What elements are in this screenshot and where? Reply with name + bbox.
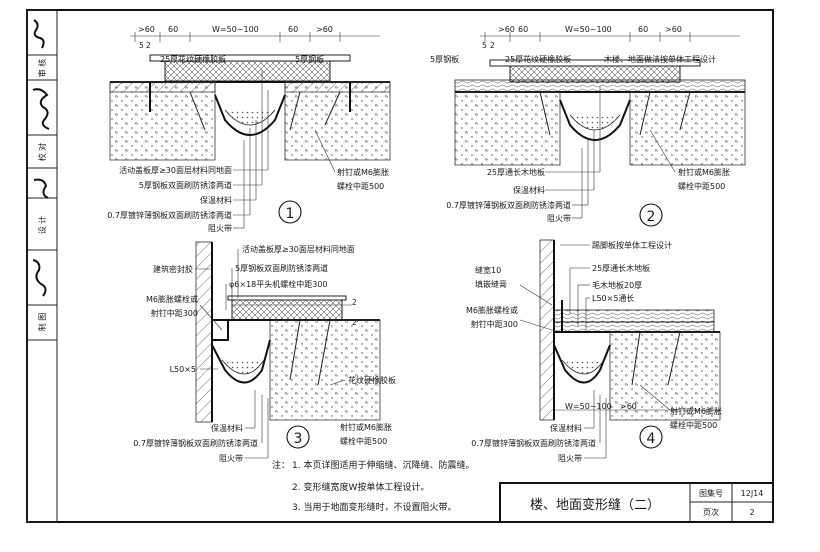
label-galvanized-sheet: 0.7厚镀锌薄钢板双面刷防锈漆两道	[471, 438, 596, 448]
signature-mark	[33, 19, 45, 49]
detail-1: >60 60 W=50~100 60 >60 5 2 25厚花纹硬橡胶板 5厚钢…	[107, 25, 391, 233]
label-wood-floor-note: 木楼、地面做法按单体工程设计	[604, 54, 716, 64]
label-spacing-300: 射钉中距300	[471, 319, 518, 329]
detail-3: 2 2 活动盖板厚≥30面层材料同地面 建筑密封胶 5厚钢板双面刷防锈漆两道 φ…	[133, 241, 396, 463]
label-galvanized-sheet: 0.7厚镀锌薄钢板双面刷防锈漆两道	[446, 200, 571, 210]
side-label-design: 设 计	[37, 216, 47, 235]
dim-small: 2	[352, 298, 357, 307]
drawing-title: 楼、地面变形缝（二）	[530, 497, 660, 513]
detail-number-badge	[639, 425, 663, 449]
dim-small: 5	[482, 41, 487, 50]
label-expansion-bolt: M6膨胀螺栓或	[466, 305, 518, 315]
label-steel-plate-paint: 5厚钢板双面刷防锈漆两道	[139, 180, 232, 190]
label-movable-cover: 活动盖板厚≥30面层材料同地面	[242, 244, 355, 254]
title-block: 楼、地面变形缝（二） 图集号 12J14 页次 2	[499, 482, 774, 523]
dim-label: >60	[665, 25, 682, 34]
label-spacing-500: 螺栓中距500	[678, 181, 725, 191]
detail-number: 4	[647, 431, 656, 447]
notes-block: 注： 1. 本页详图适用于伸缩缝、沉降缝、防震缝。 2. 变形缝宽度W按单体工程…	[272, 459, 474, 513]
label-angle-steel: L50×5通长	[592, 293, 634, 303]
label-insulation: 保温材料	[211, 423, 243, 433]
label-insulation: 保温材料	[200, 195, 232, 205]
page-number: 2	[749, 508, 754, 517]
label-nail-bolt: 射钉或M6膨胀	[670, 406, 722, 416]
label-joint-width: 缝宽10	[475, 265, 501, 275]
note-item: 1. 本页详图适用于伸缩缝、沉降缝、防震缝。	[292, 459, 474, 471]
label-skirting: 踢脚板按单体工程设计	[592, 240, 672, 250]
detail-number: 3	[294, 431, 303, 447]
side-label-check: 校 对	[37, 143, 47, 162]
dim-label: 60	[518, 25, 528, 34]
dim-small: 2	[146, 41, 151, 50]
dim-small: 2	[490, 41, 495, 50]
label-fire-stop: 阻火带	[219, 454, 243, 463]
dim-label: 60	[288, 25, 298, 34]
dim-small: 5	[139, 41, 144, 50]
label-machine-screw: φ6×18平头机螺栓中距300	[229, 279, 328, 289]
signature-mark	[33, 178, 49, 199]
dim-label: 60	[638, 25, 648, 34]
label-sealant: 建筑密封胶	[153, 264, 193, 274]
label-rough-wood-floor: 毛木地板20厚	[592, 280, 642, 290]
label-fire-stop: 阻火带	[547, 214, 571, 223]
label-wood-floor: 25厚通长木地板	[592, 263, 650, 273]
label-spacing-500: 螺栓中距500	[337, 181, 384, 191]
dim-label: >60	[316, 25, 333, 34]
label-spacing-300: 射钉中距300	[151, 308, 198, 318]
label-nail-bolt: 射钉或M6膨胀	[337, 167, 389, 177]
label-spacing-500: 螺栓中距500	[670, 420, 717, 430]
dim-label: W=50~100	[212, 25, 259, 34]
detail-2: >60 60 W=50~100 60 >60 5 2 5厚钢板 25厚花纹硬橡胶…	[430, 25, 746, 227]
detail-number: 1	[286, 206, 295, 222]
label-angle-steel: L50×5	[170, 365, 196, 374]
dim-label: >60	[498, 25, 515, 34]
detail-number-badge	[639, 203, 663, 227]
dim-label: >60	[138, 25, 155, 34]
notes-heading: 注：	[272, 459, 290, 471]
label-steel-plate: 5厚钢板	[430, 54, 459, 64]
dim-small: 2	[352, 318, 357, 327]
detail-number: 2	[647, 209, 656, 225]
label-rubber-sheet: 25厚花纹硬橡胶板	[160, 54, 226, 64]
signature-mark	[32, 88, 50, 130]
label-nail-bolt: 射钉或M6膨胀	[340, 422, 392, 432]
label-rubber-sheet: 花纹硬橡胶板	[348, 375, 396, 385]
label-expansion-bolt: M6膨胀螺栓或	[146, 294, 198, 304]
detail-number-badge	[278, 200, 302, 224]
side-signature-strip: 审 核 校 对 设 计 制 图	[26, 9, 58, 523]
side-label-review: 审 核	[37, 59, 47, 78]
dim-label: >60	[620, 402, 637, 411]
label-fire-stop: 阻火带	[208, 224, 232, 233]
note-item: 3. 当用于地面变形缝时，不设置阻火带。	[292, 501, 456, 513]
label-spacing-500: 螺栓中距500	[340, 436, 387, 446]
label-joint-filler: 填嵌缝膏	[475, 279, 507, 289]
label-insulation: 保温材料	[513, 185, 545, 195]
label-rubber-sheet: 25厚花纹硬橡胶板	[505, 54, 571, 64]
label-galvanized-sheet: 0.7厚镀锌薄钢板双面刷防锈漆两道	[107, 210, 232, 220]
dim-label: W=50~100	[565, 25, 612, 34]
signature-mark	[32, 259, 47, 297]
page-label: 页次	[703, 507, 719, 517]
label-galvanized-sheet: 0.7厚镀锌薄钢板双面刷防锈漆两道	[133, 438, 258, 448]
label-insulation: 保温材料	[550, 423, 582, 433]
dim-label: 60	[168, 25, 178, 34]
label-nail-bolt: 射钉或M6膨胀	[678, 167, 730, 177]
side-label-draft: 制 图	[37, 313, 47, 332]
label-wood-floor: 25厚通长木地板	[487, 167, 545, 177]
label-steel-plate-paint: 5厚钢板双面刷防锈漆两道	[235, 263, 328, 273]
detail-4: W=50~100 >60 踢脚板按单体工程设计 25厚通长木地板 毛木地板20厚…	[466, 239, 722, 463]
dim-label: W=50~100	[565, 402, 612, 411]
label-fire-stop: 阻火带	[558, 454, 582, 463]
atlas-number: 12J14	[741, 489, 764, 498]
detail-number-badge	[286, 425, 310, 449]
label-steel-plate: 5厚钢板	[295, 54, 324, 64]
note-item: 2. 变形缝宽度W按单体工程设计。	[292, 481, 429, 493]
atlas-number-label: 图集号	[699, 488, 723, 498]
label-movable-cover: 活动盖板厚≥30面层材料同地面	[119, 165, 232, 175]
